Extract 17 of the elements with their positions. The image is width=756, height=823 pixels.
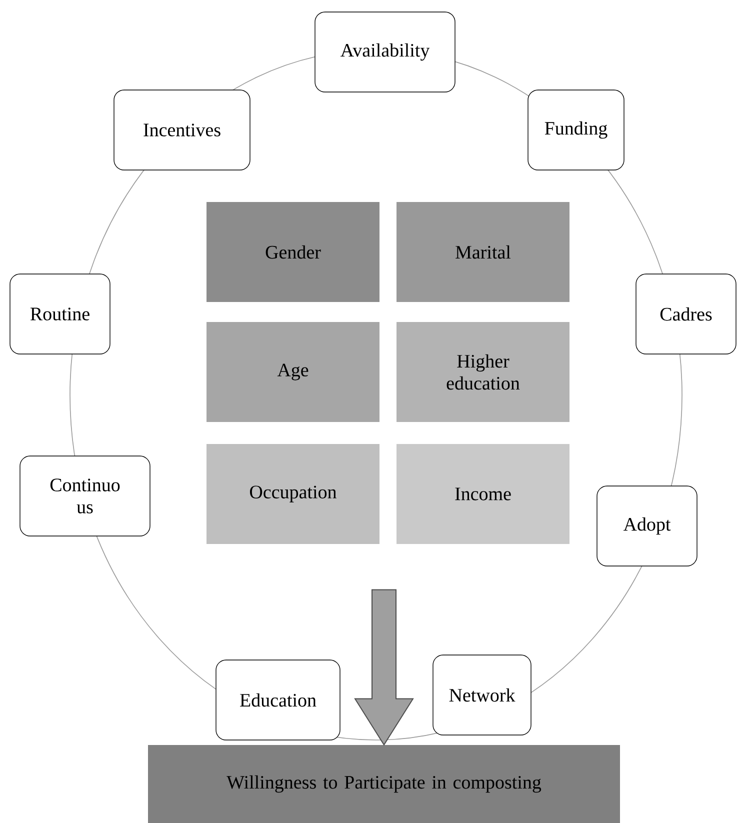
factor-box: Adopt [596, 486, 698, 566]
attribute-box: Occupation [206, 444, 380, 544]
attribute-box: Higher education [396, 322, 570, 422]
outcome-box: Willingness to Participate in composting [148, 745, 620, 823]
factor-box: Cadres [636, 274, 736, 354]
factor-box: Incentives [114, 90, 250, 170]
factor-box: Network [432, 654, 532, 736]
factor-box: Education [216, 660, 340, 740]
attribute-box: Income [396, 444, 570, 544]
factor-box: Continuo us [20, 456, 150, 536]
attribute-box: Age [206, 322, 380, 422]
factor-box: Funding [528, 90, 624, 170]
factor-box: Availability [314, 12, 456, 92]
attribute-box: Marital [396, 202, 570, 302]
factor-box: Routine [10, 274, 110, 354]
attribute-box: Gender [206, 202, 380, 302]
block-arrow [354, 589, 414, 746]
